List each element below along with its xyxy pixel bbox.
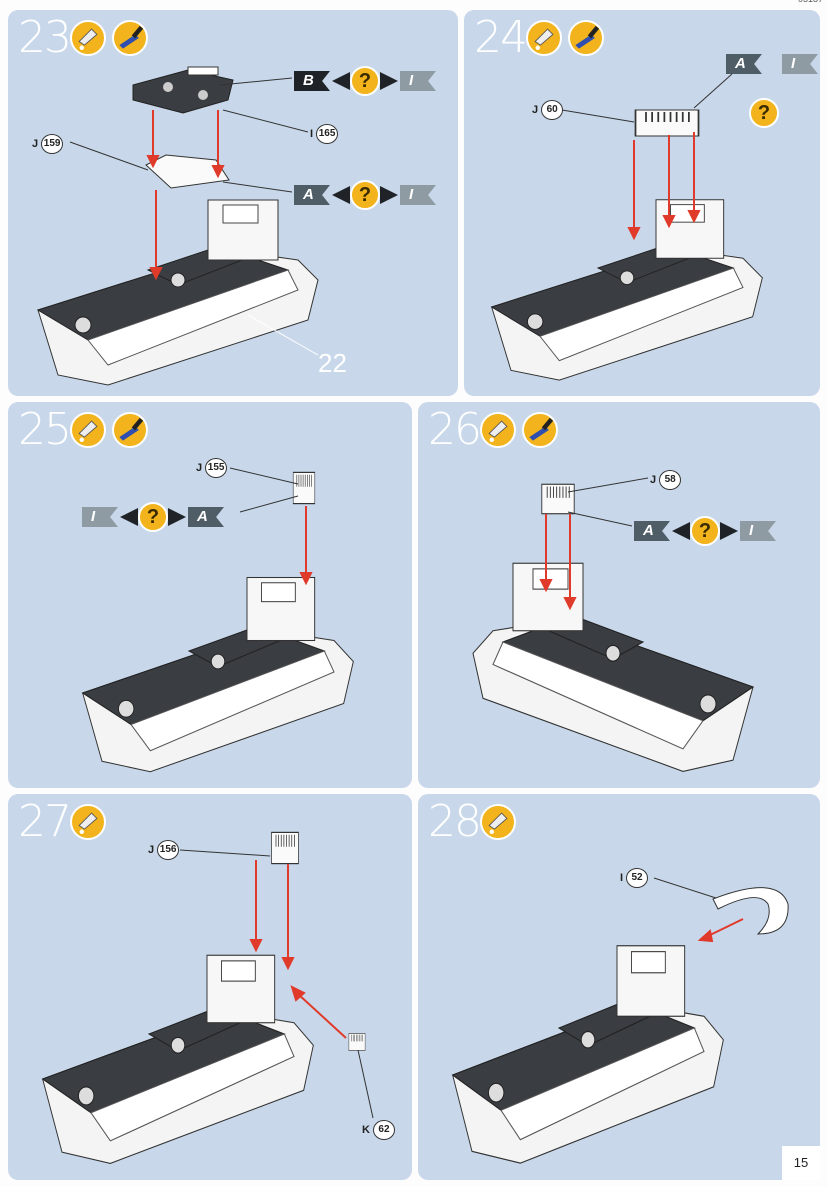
question-icon: ?	[749, 98, 779, 128]
question-icon: ?	[138, 502, 168, 532]
step-number: 26	[428, 404, 482, 455]
paint-icon	[522, 412, 558, 448]
part-62	[348, 1032, 366, 1052]
question-icon: ?	[350, 180, 380, 210]
step-number: 28	[428, 796, 482, 847]
page-number: 15	[782, 1146, 820, 1180]
question-icon: ?	[690, 516, 720, 546]
ship-hull-assembly	[33, 944, 323, 1169]
paint-icon	[112, 20, 148, 56]
part-155	[292, 470, 316, 506]
ship-hull-assembly	[28, 190, 328, 390]
step-number: 25	[18, 404, 72, 455]
ship-hull-assembly	[443, 934, 733, 1169]
document-code: 05187	[798, 0, 823, 4]
part-52-railing	[712, 887, 789, 935]
ship-hull-assembly	[482, 190, 772, 385]
color-choice: ?	[749, 98, 779, 128]
platform-part-159	[141, 150, 231, 190]
part-58	[540, 482, 576, 516]
color-option-i-to-a: I ? A	[82, 502, 224, 532]
glue-icon	[480, 412, 516, 448]
step-number: 23	[18, 12, 72, 63]
funnel-part-60	[632, 108, 702, 138]
paint-icon	[112, 412, 148, 448]
color-option-a-to-i: A I	[726, 54, 818, 74]
step-number: 27	[18, 796, 72, 847]
color-option-a-to-i: A ? I	[294, 180, 436, 210]
paint-icon	[568, 20, 604, 56]
ship-hull-assembly	[463, 552, 763, 777]
reference-step-22: 22	[318, 348, 347, 378]
glue-icon	[70, 412, 106, 448]
part-156	[270, 830, 300, 866]
glue-icon	[480, 804, 516, 840]
question-icon: ?	[350, 66, 380, 96]
glue-icon	[70, 20, 106, 56]
deck-part-165	[128, 65, 238, 115]
color-option-a-to-i: A ? I	[634, 516, 776, 546]
glue-icon	[70, 804, 106, 840]
step-number: 24	[474, 12, 528, 63]
glue-icon	[526, 20, 562, 56]
color-option-b-to-i: B ? I	[294, 66, 436, 96]
ship-hull-assembly	[73, 567, 363, 777]
